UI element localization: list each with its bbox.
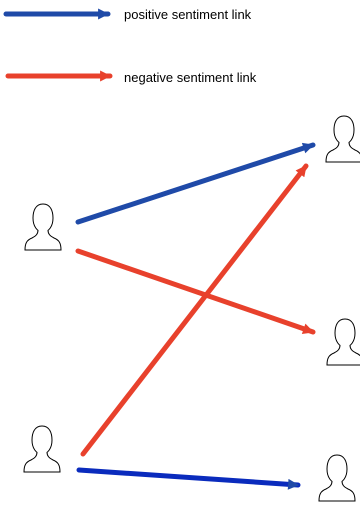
legend-negative-label: negative sentiment link bbox=[124, 70, 257, 85]
link-left-top-to-right-middle bbox=[75, 248, 316, 335]
link-left-bottom-to-right-top bbox=[80, 163, 309, 457]
link-left-top-to-right-top bbox=[75, 142, 316, 225]
person-icon bbox=[24, 203, 62, 251]
person-icon bbox=[325, 115, 360, 163]
link-left-bottom-to-right-bottom bbox=[76, 467, 301, 490]
person-icon bbox=[326, 318, 360, 366]
legend-positive-label: positive sentiment link bbox=[124, 7, 252, 22]
person-icon bbox=[23, 425, 61, 473]
person-icon bbox=[318, 454, 356, 502]
